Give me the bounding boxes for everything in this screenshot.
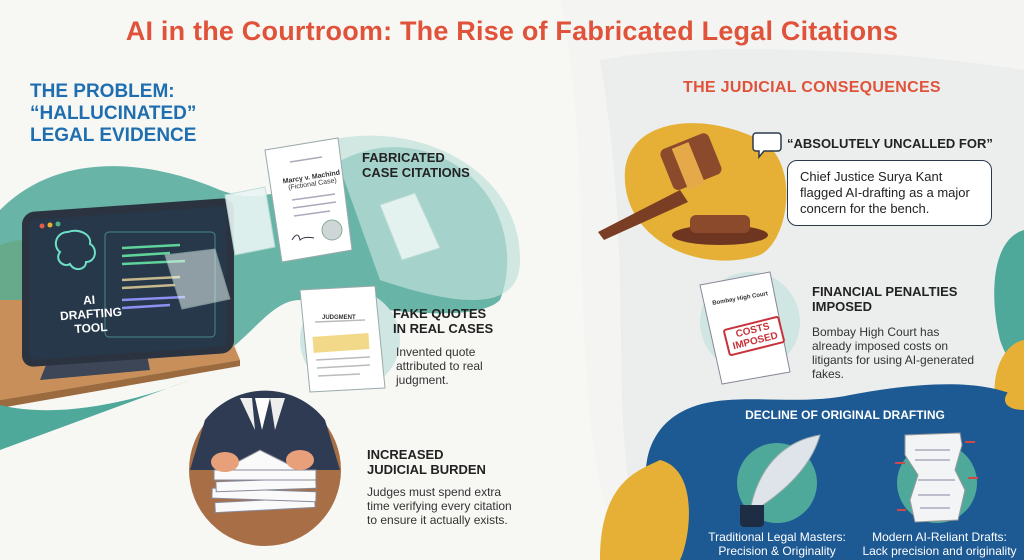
speech-bubble-icon	[752, 132, 782, 160]
gavel-icon	[598, 133, 768, 245]
fake-quotes-body: Invented quote attributed to real judgme…	[396, 345, 483, 387]
quote-label: “ABSOLUTELY UNCALLED FOR”	[787, 136, 993, 151]
judge-with-papers-illustration	[189, 390, 341, 546]
label-line: CASE CITATIONS	[362, 165, 470, 180]
problem-heading: THE PROBLEM: “HALLUCINATED” LEGAL EVIDEN…	[30, 81, 196, 147]
label-line: IMPOSED	[812, 299, 872, 314]
caption-line: Traditional Legal Masters:	[708, 530, 846, 544]
label-line: FAKE QUOTES	[393, 306, 487, 321]
page-title: AI in the Courtroom: The Rise of Fabrica…	[125, 16, 899, 46]
fake-quotes-label: FAKE QUOTES IN REAL CASES	[393, 306, 493, 336]
quill-icon	[749, 434, 821, 513]
decline-heading: DECLINE OF ORIGINAL DRAFTING	[745, 408, 945, 422]
seal-icon	[321, 219, 343, 241]
burden-label: INCREASED JUDICIAL BURDEN	[367, 447, 486, 477]
inkwell-icon	[740, 505, 764, 527]
label-line: JUDICIAL BURDEN	[367, 462, 486, 477]
problem-heading-line: LEGAL EVIDENCE	[30, 125, 197, 146]
penalties-body: Bombay High Court has already imposed co…	[812, 325, 975, 381]
problem-heading-line: “HALLUCINATED”	[30, 103, 197, 124]
caption-line: Lack precision and originality	[862, 544, 1017, 558]
tablet-label: AI DRAFTING TOOL	[59, 291, 123, 337]
problem-heading-line: THE PROBLEM:	[30, 81, 175, 102]
penalties-label: FINANCIAL PENALTIES IMPOSED	[812, 284, 957, 314]
fabricated-label: FABRICATED CASE CITATIONS	[362, 150, 470, 180]
judgment-doc-title: JUDGMENT	[322, 315, 356, 321]
consequences-heading: THE JUDICIAL CONSEQUENCES	[683, 79, 941, 96]
label-line: IN REAL CASES	[393, 321, 494, 336]
torn-scroll-icon	[904, 432, 966, 523]
label-line: FABRICATED	[362, 150, 445, 165]
decline-caption-traditional: Traditional Legal Masters: Precision & O…	[692, 530, 862, 558]
fabricated-case-document	[264, 137, 353, 263]
brain-icon	[54, 229, 96, 270]
quote-bubble: Chief Justice Surya Kant flagged AI-draf…	[787, 160, 992, 226]
decline-caption-modern: Modern AI-Reliant Drafts: Lack precision…	[852, 530, 1024, 558]
caption-line: Modern AI-Reliant Drafts:	[872, 530, 1007, 544]
burden-body: Judges must spend extra time verifying e…	[367, 485, 512, 527]
tablet-illustration	[22, 198, 234, 380]
label-line: FINANCIAL PENALTIES	[812, 284, 958, 299]
caption-line: Precision & Originality	[718, 544, 836, 558]
label-line: INCREASED	[367, 447, 444, 462]
signature	[291, 234, 315, 242]
